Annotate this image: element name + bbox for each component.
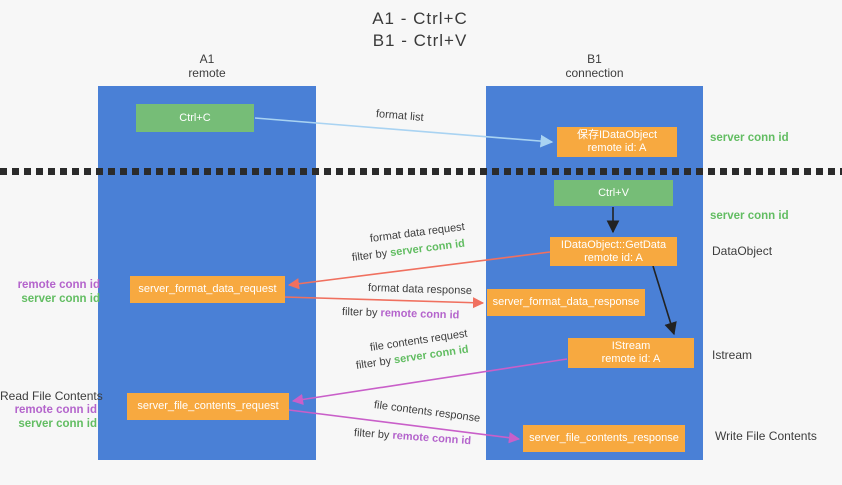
label-read-file-contents: Read File Contents <box>0 389 103 403</box>
label-server-conn-id: server conn id <box>18 418 97 430</box>
filter-prefix: filter by <box>341 306 381 320</box>
filter-key-remote-conn-id: remote conn id <box>380 307 460 322</box>
filter-key-remote-conn-id: remote conn id <box>392 429 472 448</box>
lane-b1-role: connection <box>565 66 624 80</box>
node-idataobject-getdata-line1: IDataObject::GetData <box>560 238 667 251</box>
filter-prefix: filter by <box>353 427 393 442</box>
node-server-file-contents-request-label: server_file_contents_request <box>137 400 279 412</box>
node-server-file-contents-response: server_file_contents_response <box>523 425 685 452</box>
node-save-idataobject-line2: remote id: A <box>587 142 647 154</box>
label-format-data-request-filter: filter by server conn id <box>351 238 465 264</box>
node-ctrl-c-label: Ctrl+C <box>179 111 211 124</box>
page-title: A1 - Ctrl+C B1 - Ctrl+V <box>300 8 540 52</box>
node-server-file-contents-response-label: server_file_contents_response <box>529 432 679 444</box>
node-istream-line1: IStream <box>611 340 651 352</box>
label-format-list: format list <box>375 108 425 124</box>
node-server-format-data-response-label: server_format_data_response <box>492 296 640 308</box>
node-server-format-data-response: server_format_data_response <box>487 289 645 316</box>
label-file-contents-response-filter: filter by remote conn id <box>354 427 472 447</box>
label-remote-conn-id: remote conn id <box>14 404 97 416</box>
label-format-data-response-filter: filter by remote conn id <box>342 306 460 321</box>
node-idataobject-getdata-line2: remote id: A <box>584 251 643 264</box>
node-server-format-data-request-label: server_format_data_request <box>138 283 277 295</box>
node-ctrl-v-label: Ctrl+V <box>598 186 629 199</box>
node-idataobject-getdata: IDataObject::GetData remote id: A <box>550 237 677 266</box>
label-conn-id-pair-top: remote conn id server conn id <box>0 278 100 306</box>
lane-a1-header: A1 remote <box>98 52 316 80</box>
label-read-file-contents-block: Read File Contents remote conn id server… <box>0 389 103 431</box>
title-line-2: B1 - Ctrl+V <box>372 31 468 50</box>
node-server-file-contents-request: server_file_contents_request <box>127 393 289 420</box>
lane-b1-name: B1 <box>587 52 602 66</box>
label-server-conn-id-top: server conn id <box>710 132 789 144</box>
node-ctrl-v: Ctrl+V <box>554 180 673 206</box>
dashed-divider-line <box>0 168 842 175</box>
node-server-format-data-request: server_format_data_request <box>130 276 285 303</box>
filter-prefix: filter by <box>351 247 391 264</box>
label-remote-conn-id: remote conn id <box>17 279 100 291</box>
label-dataobject: DataObject <box>712 244 773 258</box>
lane-a1-name: A1 <box>199 52 215 66</box>
node-save-idataobject-line1: 保存IDataObject <box>576 129 658 141</box>
label-server-conn-id-mid: server conn id <box>710 210 789 222</box>
label-istream: Istream <box>712 348 753 362</box>
label-server-conn-id: server conn id <box>21 293 100 305</box>
filter-prefix: filter by <box>355 354 395 372</box>
lane-b1-header: B1 connection <box>486 52 703 80</box>
label-write-file-contents: Write File Contents <box>715 429 817 443</box>
lane-a1-role: remote <box>188 66 226 80</box>
label-format-data-response: format data response <box>367 282 473 298</box>
title-line-1: A1 - Ctrl+C <box>372 9 468 28</box>
node-istream: IStream remote id: A <box>568 338 694 368</box>
label-file-contents-response: file contents response <box>373 399 481 425</box>
node-save-idataobject: 保存IDataObject remote id: A <box>557 127 677 157</box>
node-istream-line2: remote id: A <box>601 353 661 365</box>
node-ctrl-c: Ctrl+C <box>136 104 254 132</box>
